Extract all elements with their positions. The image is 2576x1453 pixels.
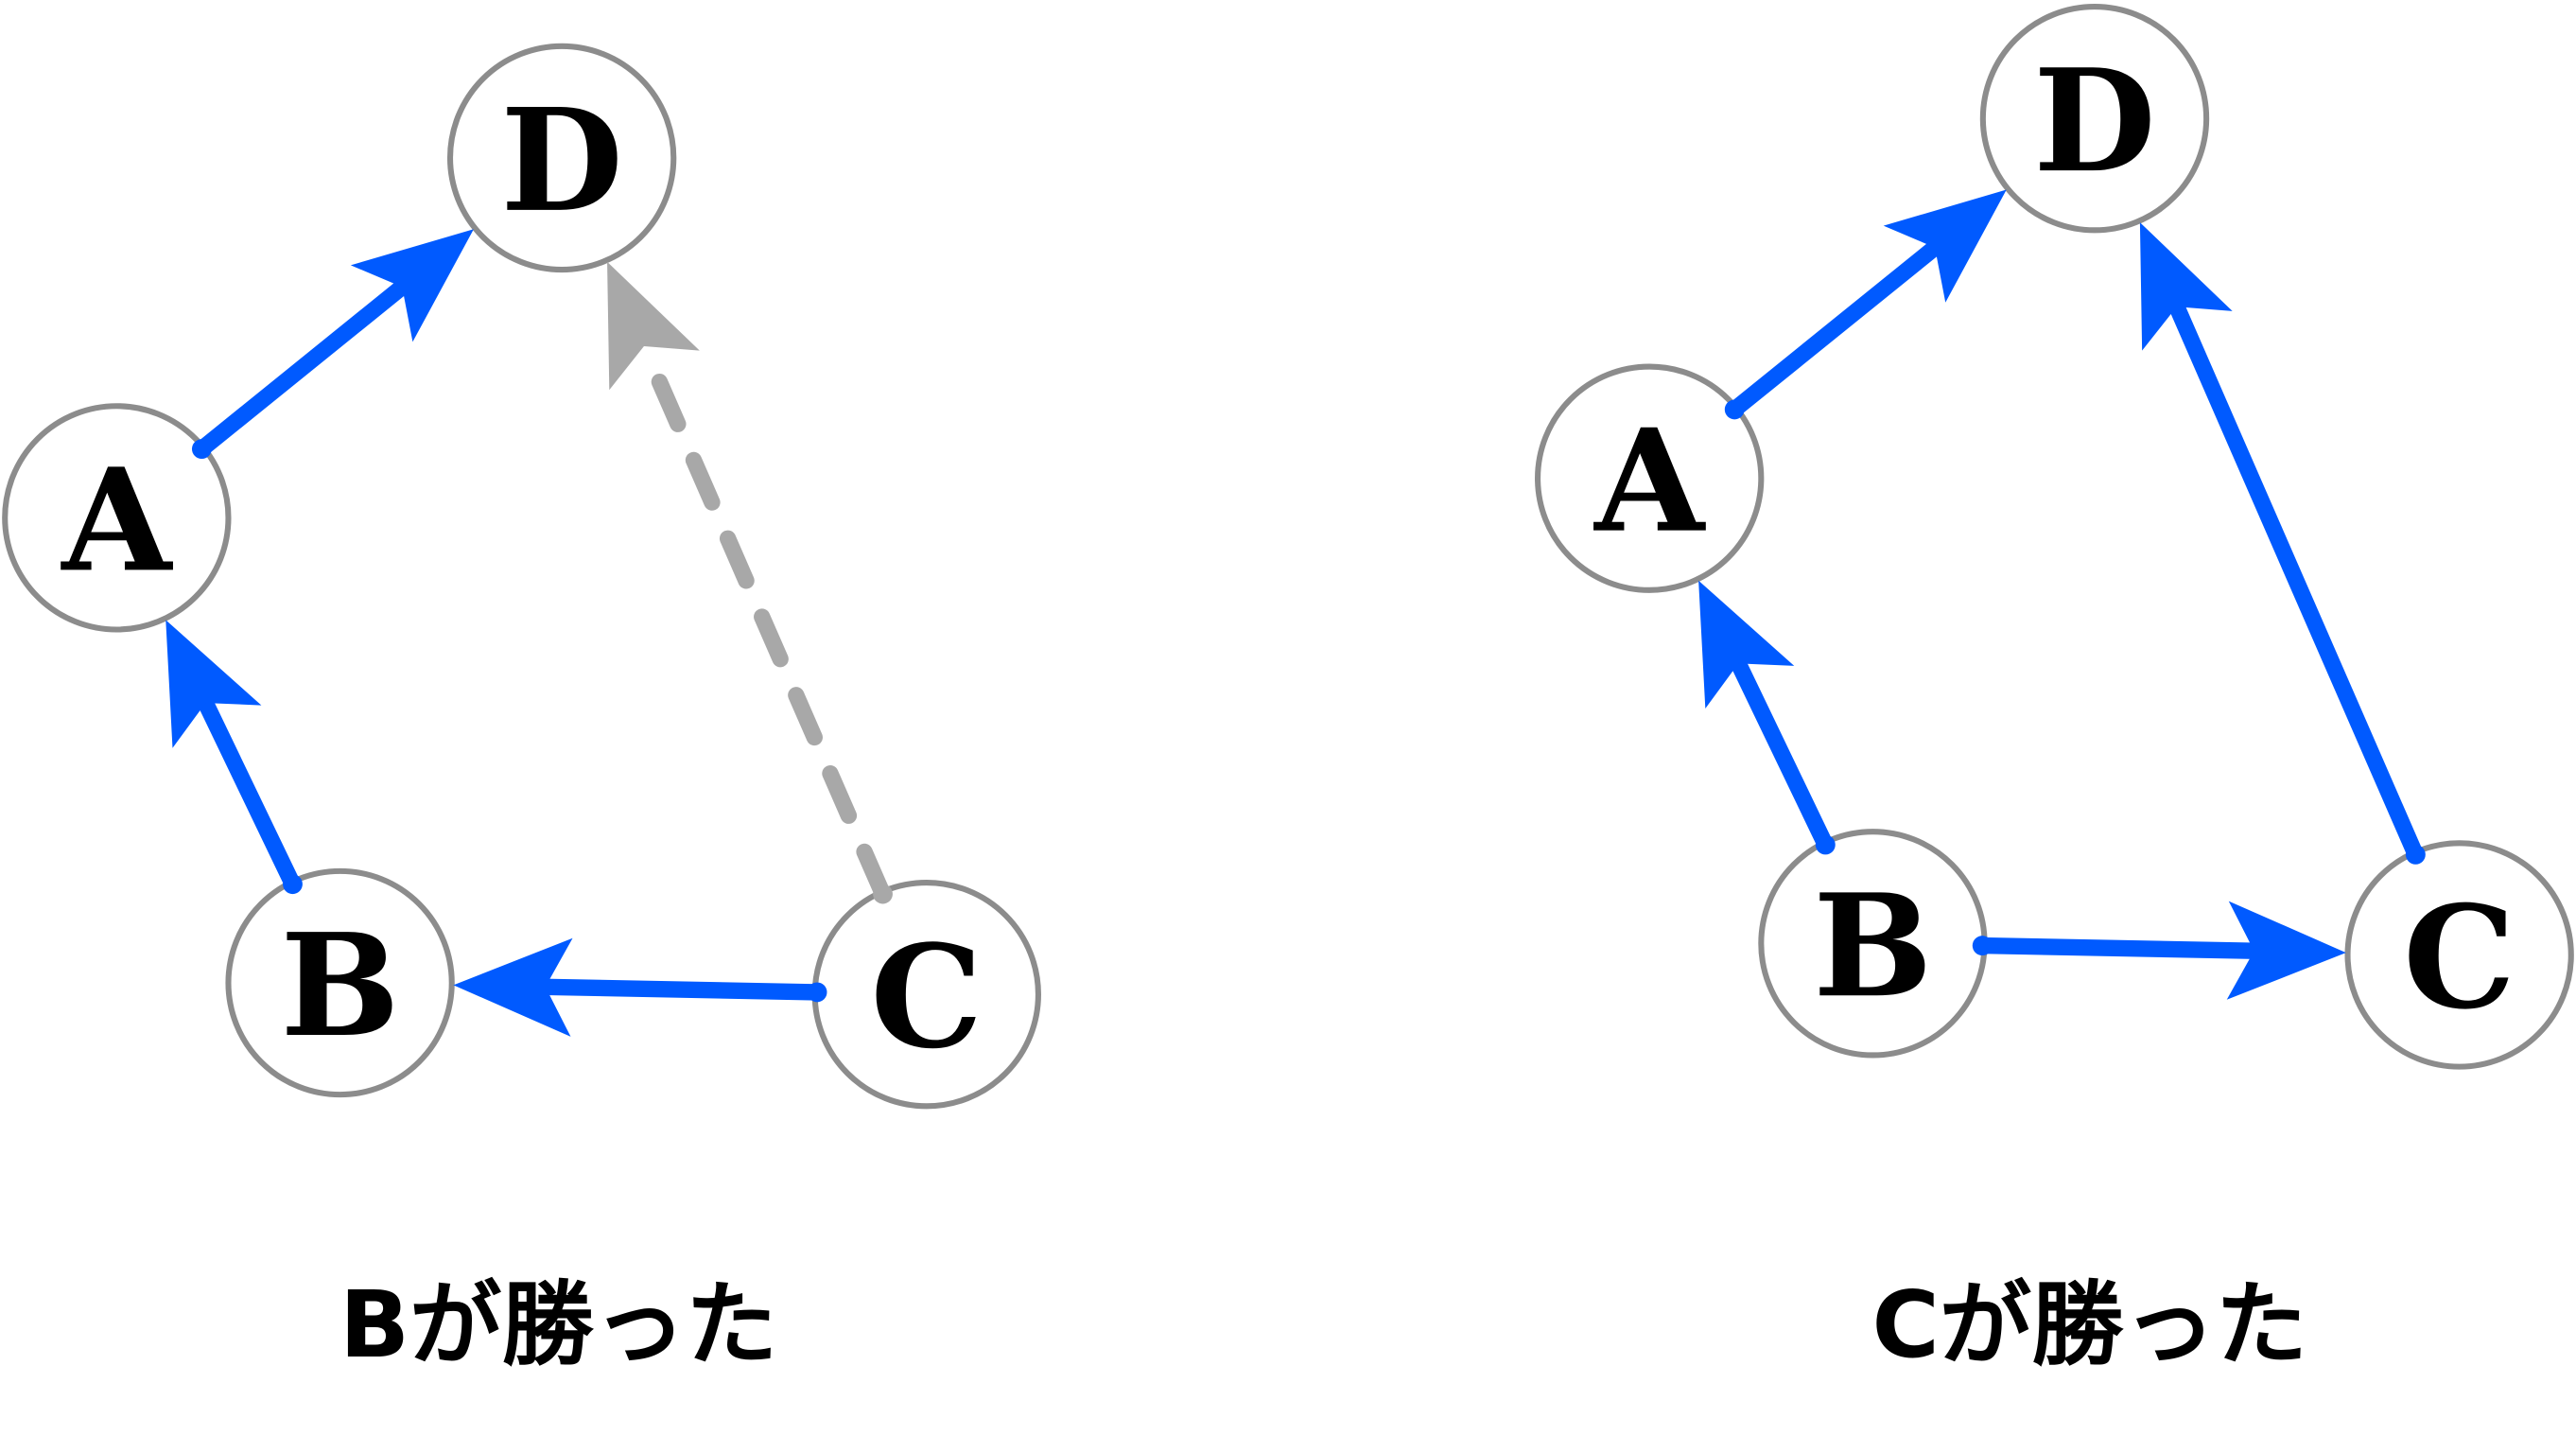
caption-c-won: Cが勝った bbox=[1872, 1271, 2307, 1378]
panel-c-won: D A B C Cが勝った bbox=[1535, 4, 2574, 1378]
edge-line bbox=[193, 278, 410, 458]
edge-start-dot bbox=[1724, 399, 1745, 420]
node-circle bbox=[2, 403, 232, 633]
edge-start-dot bbox=[191, 439, 212, 460]
edge-line bbox=[2168, 298, 2425, 864]
node-b: B bbox=[225, 867, 455, 1098]
arrowhead-icon bbox=[453, 937, 573, 1037]
node-label: C bbox=[2403, 875, 2515, 1041]
node-label: A bbox=[1593, 399, 1706, 565]
edge-b-to-a bbox=[165, 620, 303, 895]
node-circle bbox=[446, 43, 677, 273]
node-d: D bbox=[446, 43, 677, 273]
edge-start-dot bbox=[2405, 844, 2426, 865]
edge-start-dot bbox=[283, 874, 303, 895]
edge-line bbox=[1730, 655, 1835, 853]
node-label: A bbox=[60, 438, 173, 604]
node-circle bbox=[225, 867, 455, 1098]
edge-line bbox=[537, 978, 826, 1001]
node-b: B bbox=[1758, 829, 1988, 1059]
arrowhead-icon bbox=[607, 261, 700, 391]
arrowhead-icon bbox=[1883, 189, 2007, 303]
edge-start-dot bbox=[1972, 936, 1993, 956]
edge-line bbox=[1974, 937, 2263, 959]
edge-line bbox=[1726, 239, 1943, 418]
edge-start-dot bbox=[1815, 834, 1836, 855]
edge-c-to-d bbox=[2139, 222, 2426, 865]
edge-line bbox=[635, 338, 892, 902]
arrowhead-icon bbox=[2139, 222, 2233, 351]
node-label: B bbox=[280, 903, 399, 1069]
edge-b-to-a bbox=[1698, 580, 1836, 855]
arrowhead-icon bbox=[350, 229, 474, 342]
edge-start-dot bbox=[807, 982, 827, 1003]
node-a: A bbox=[2, 403, 232, 633]
edge-a-to-d bbox=[191, 229, 474, 460]
edge-a-to-d bbox=[1724, 189, 2007, 420]
node-label: D bbox=[2033, 39, 2156, 204]
node-c: C bbox=[2344, 840, 2574, 1070]
node-circle bbox=[2344, 840, 2574, 1070]
node-label: C bbox=[870, 915, 983, 1080]
panel-b-won: D A B C Bが勝った bbox=[2, 43, 1041, 1378]
node-circle bbox=[1535, 363, 1765, 593]
edge-start-dot bbox=[873, 884, 893, 904]
edge-line bbox=[197, 694, 302, 893]
node-d: D bbox=[1979, 4, 2210, 234]
node-c: C bbox=[811, 879, 1041, 1110]
arrowhead-icon bbox=[2226, 901, 2346, 1000]
node-circle bbox=[1979, 4, 2210, 234]
edge-c-to-b bbox=[453, 937, 827, 1037]
node-label: D bbox=[500, 79, 623, 244]
node-label: B bbox=[1813, 864, 1932, 1029]
edge-c-to-d bbox=[607, 261, 893, 904]
arrowhead-icon bbox=[165, 620, 262, 748]
edge-b-to-c bbox=[1972, 901, 2346, 1000]
arrowhead-icon bbox=[1698, 580, 1795, 709]
caption-b-won: Bが勝った bbox=[339, 1271, 777, 1378]
node-a: A bbox=[1535, 363, 1765, 593]
